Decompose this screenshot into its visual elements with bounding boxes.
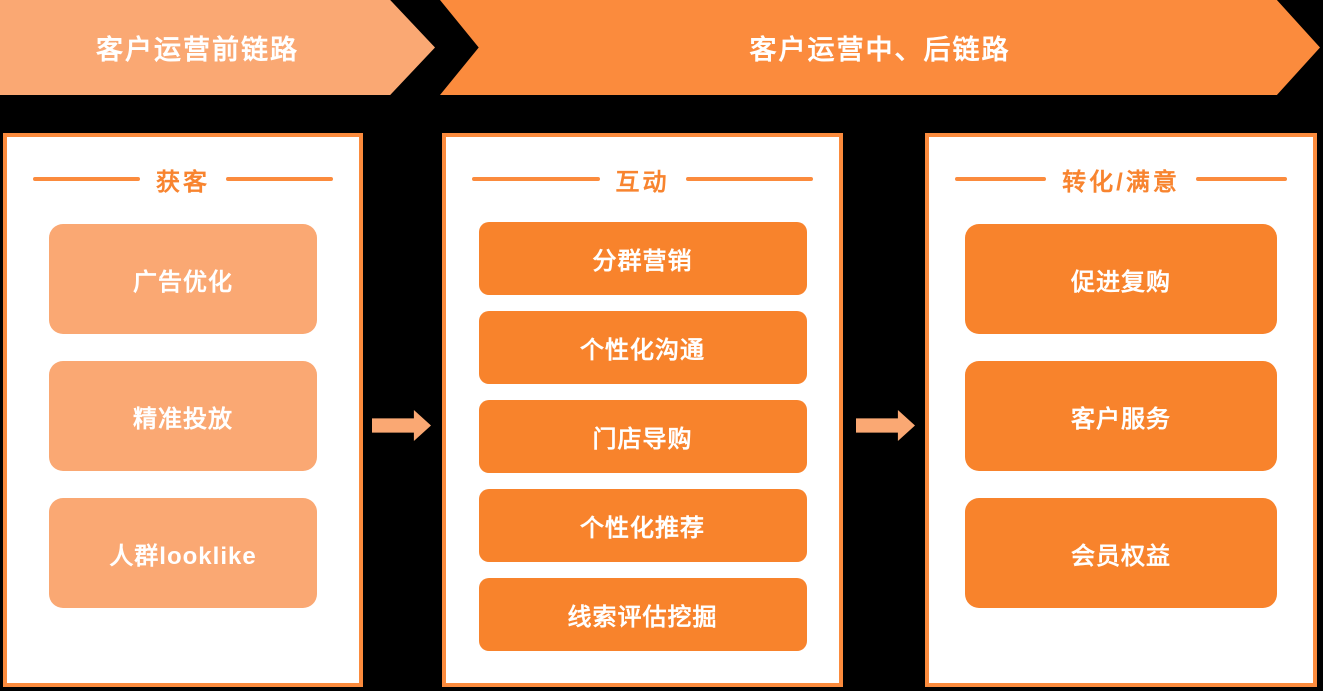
item-card-personalized-recommendation: 个性化推荐 <box>478 489 807 562</box>
panel-conversion-title-row: 转化/满意 <box>955 163 1288 196</box>
item-card-audience-looklike: 人群looklike <box>49 498 317 608</box>
item-card-lead-evaluation-mining: 线索评估挖掘 <box>478 578 807 651</box>
title-line-right <box>226 177 333 181</box>
panel-interaction-title-row: 互动 <box>472 163 813 196</box>
title-line-right <box>685 177 813 181</box>
banner-pre-chain-label: 客户运营前链路 <box>96 35 299 65</box>
title-line-left <box>955 177 1047 181</box>
title-line-left <box>33 177 140 181</box>
panel-conversion-items: 促进复购 客户服务 会员权益 <box>929 224 1313 608</box>
item-card-personalized-communication: 个性化沟通 <box>478 311 807 384</box>
panel-conversion-satisfaction: 转化/满意 促进复购 客户服务 会员权益 <box>925 133 1317 687</box>
panel-interaction: 互动 分群营销 个性化沟通 门店导购 个性化推荐 线索评估挖掘 <box>442 133 843 687</box>
item-card-segment-marketing: 分群营销 <box>478 222 807 295</box>
item-card-store-guide: 门店导购 <box>478 400 807 473</box>
panel-acquisition-items: 广告优化 精准投放 人群looklike <box>7 224 359 608</box>
flow-arrow-icon <box>372 410 431 441</box>
panel-acquisition: 获客 广告优化 精准投放 人群looklike <box>3 133 363 687</box>
banner-mid-post-chain: 客户运营中、后链路 <box>440 0 1320 95</box>
item-card-precise-targeting: 精准投放 <box>49 361 317 471</box>
panel-interaction-items: 分群营销 个性化沟通 门店导购 个性化推荐 线索评估挖掘 <box>446 222 839 651</box>
banner-mid-post-chain-label: 客户运营中、后链路 <box>749 35 1011 65</box>
item-card-ad-optimization: 广告优化 <box>49 224 317 334</box>
item-card-customer-service: 客户服务 <box>965 361 1277 471</box>
panel-conversion-title: 转化/满意 <box>1062 168 1180 196</box>
flow-arrow-icon <box>856 410 915 441</box>
item-card-repurchase-promotion: 促进复购 <box>965 224 1277 334</box>
title-line-right <box>1195 177 1288 181</box>
title-line-left <box>472 177 600 181</box>
panel-acquisition-title-row: 获客 <box>33 163 333 196</box>
panel-interaction-title: 互动 <box>615 168 670 196</box>
banner-pre-chain: 客户运营前链路 <box>0 0 435 95</box>
panel-acquisition-title: 获客 <box>156 168 210 196</box>
item-card-member-benefits: 会员权益 <box>965 498 1277 608</box>
